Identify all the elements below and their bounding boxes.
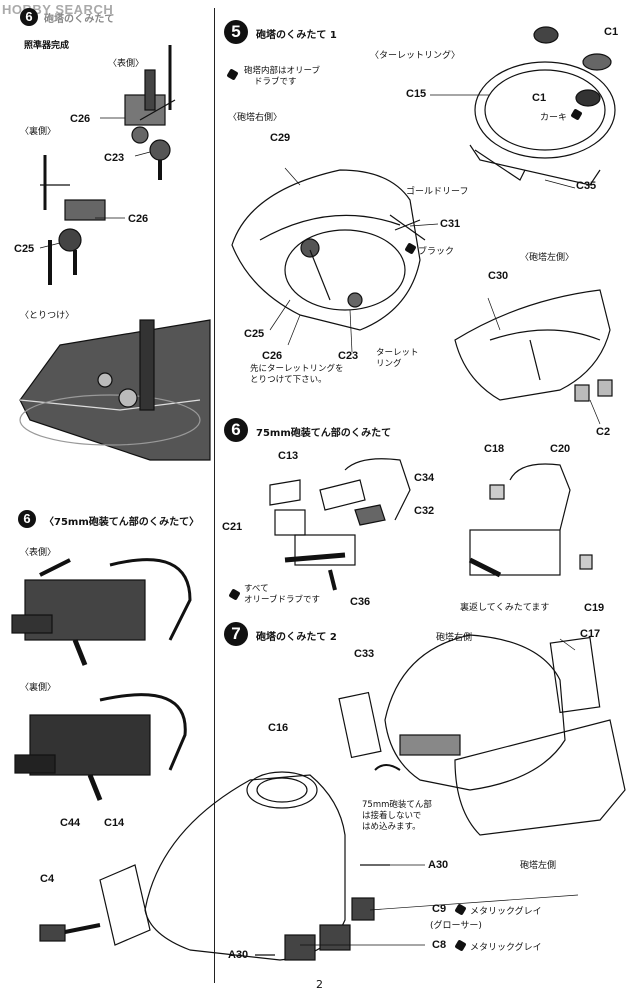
part-c36-label: C36 [350,596,371,608]
attach-label: 〈とりつけ〉 [20,311,75,321]
loader-back-illustration [14,693,187,801]
step7-turret-left-label: 砲塔左側 [520,861,557,871]
part-c26-label: C26 [70,113,91,125]
part-c1b-label: C1 [532,92,547,104]
turret-right-label: 〈砲塔右側〉 [228,113,283,123]
khaki-label: カーキ [540,113,568,123]
back-side-label: 〈裏側〉 [20,127,57,137]
ring-first-note-line-2: とりつけて下さい。 [250,375,327,385]
part-c31-label: C31 [440,218,461,230]
olive-note-line-1: 砲塔内部はオリーブ [244,66,320,76]
part-c44-label: C44 [60,817,81,829]
black-label: ブラック [418,247,455,257]
turret-left-illustration [454,289,613,402]
part-c34-label: C34 [414,472,435,484]
part-c2-label: C2 [596,426,611,438]
part-c25-s5-label: C25 [244,328,265,340]
part-c26b-label: C26 [128,213,149,225]
part-c20-label: C20 [550,443,571,455]
part-c18-label: C18 [484,443,505,455]
part-c19-label: C19 [584,602,605,614]
part-c26-s5-label: C26 [262,350,283,362]
leader-lines [39,94,601,946]
part-c1a-label: C1 [604,26,619,38]
part-c29-label: C29 [270,132,291,144]
c8-color-label: メタリックグレイ [470,943,542,953]
turret-right-illustration [231,169,426,331]
loader-front-illustration [11,558,192,666]
part-c23-label: C23 [104,152,125,164]
sight-front-illustration [124,45,176,180]
page-number: 2 [316,978,323,991]
turret-ring-note: ターレット リング [376,348,419,370]
part-a30b-label: A30 [228,949,249,961]
flip-note: 裏返してくみたてます [460,603,550,613]
gun-fit-note-line-3: はめ込みます。 [362,822,421,832]
turret-left-label: 〈砲塔左側〉 [520,253,575,263]
step-6-number-left: 6 [18,510,36,528]
part-c17-label: C17 [580,628,601,640]
front-side-label-2: 〈表側〉 [20,548,57,558]
part-c9-label: C9 [432,903,447,915]
step-7-title: 砲塔のくみたて 2 [256,632,337,643]
ring-first-note: 先にターレットリングを とりつけて下さい。 [250,364,344,386]
part-c35-label: C35 [576,180,597,192]
all-olive-note-line-2: オリーブドラブです [244,595,320,605]
turret-ring-note-line-2: リング [376,359,402,369]
gold-leaf-label: ゴールドリーフ [406,187,469,197]
turret-ring-illustration [469,26,616,186]
turret-body-illustration [39,771,390,961]
part-c23-s5-label: C23 [338,350,359,362]
step-number-top: 6 [20,8,38,26]
turret-ring-label: 〈ターレットリング〉 [370,51,461,61]
part-c25-label: C25 [14,243,35,255]
part-c15-label: C15 [406,88,427,100]
olive-note-line-2: ドラブです [254,77,297,87]
part-c8-label: C8 [432,939,447,951]
step-6-title-left: 〈75mm砲装てん部のくみたて〉 [44,517,200,528]
turret-ring-note-line-1: ターレット [376,348,419,358]
part-c14-label: C14 [104,817,125,829]
c9-sub-label: (グローサー) [430,921,482,931]
sight-back-illustration [40,155,106,285]
loader-flipped-illustration [468,463,593,578]
step-6-title: 75mm砲装てん部のくみたて [256,428,392,439]
part-c21-label: C21 [222,521,243,533]
part-c16-label: C16 [268,722,289,734]
sight-attach-illustration [19,319,211,461]
gun-fit-note-line-1: 75mm砲装てん部 [362,800,432,810]
c9-color-label: メタリックグレイ [470,907,542,917]
all-olive-note: すべて オリーブドラブです [244,584,320,606]
part-c32-label: C32 [414,505,435,517]
gun-fit-note: 75mm砲装てん部 は接着しないで はめ込みます。 [362,800,432,833]
step7-turret-right-label: 砲塔右側 [436,633,473,643]
olive-note: 砲塔内部はオリーブ ドラブです [244,66,320,88]
part-c33-label: C33 [354,648,375,660]
loader-exploded-illustration [269,458,411,591]
step-5-number: 5 [224,20,248,44]
all-olive-note-line-1: すべて [244,584,269,594]
ring-first-note-line-1: 先にターレットリングを [250,364,344,374]
front-side-label: 〈表側〉 [108,59,145,69]
turret-assembly-illustration [338,634,626,836]
step-title-top: 砲塔のくみたて [44,14,115,25]
step-6-number: 6 [224,418,248,442]
column-divider [214,8,215,983]
step-7-number: 7 [224,622,248,646]
back-side-label-2: 〈裏側〉 [20,683,57,693]
part-c13-label: C13 [278,450,299,462]
step-5-title: 砲塔のくみたて 1 [256,30,337,41]
part-c30-label: C30 [488,270,509,282]
sight-complete-label: 照準器完成 [24,41,70,51]
part-a30a-label: A30 [428,859,449,871]
part-c4-label: C4 [40,873,55,885]
gun-fit-note-line-2: は接着しないで [362,811,422,821]
